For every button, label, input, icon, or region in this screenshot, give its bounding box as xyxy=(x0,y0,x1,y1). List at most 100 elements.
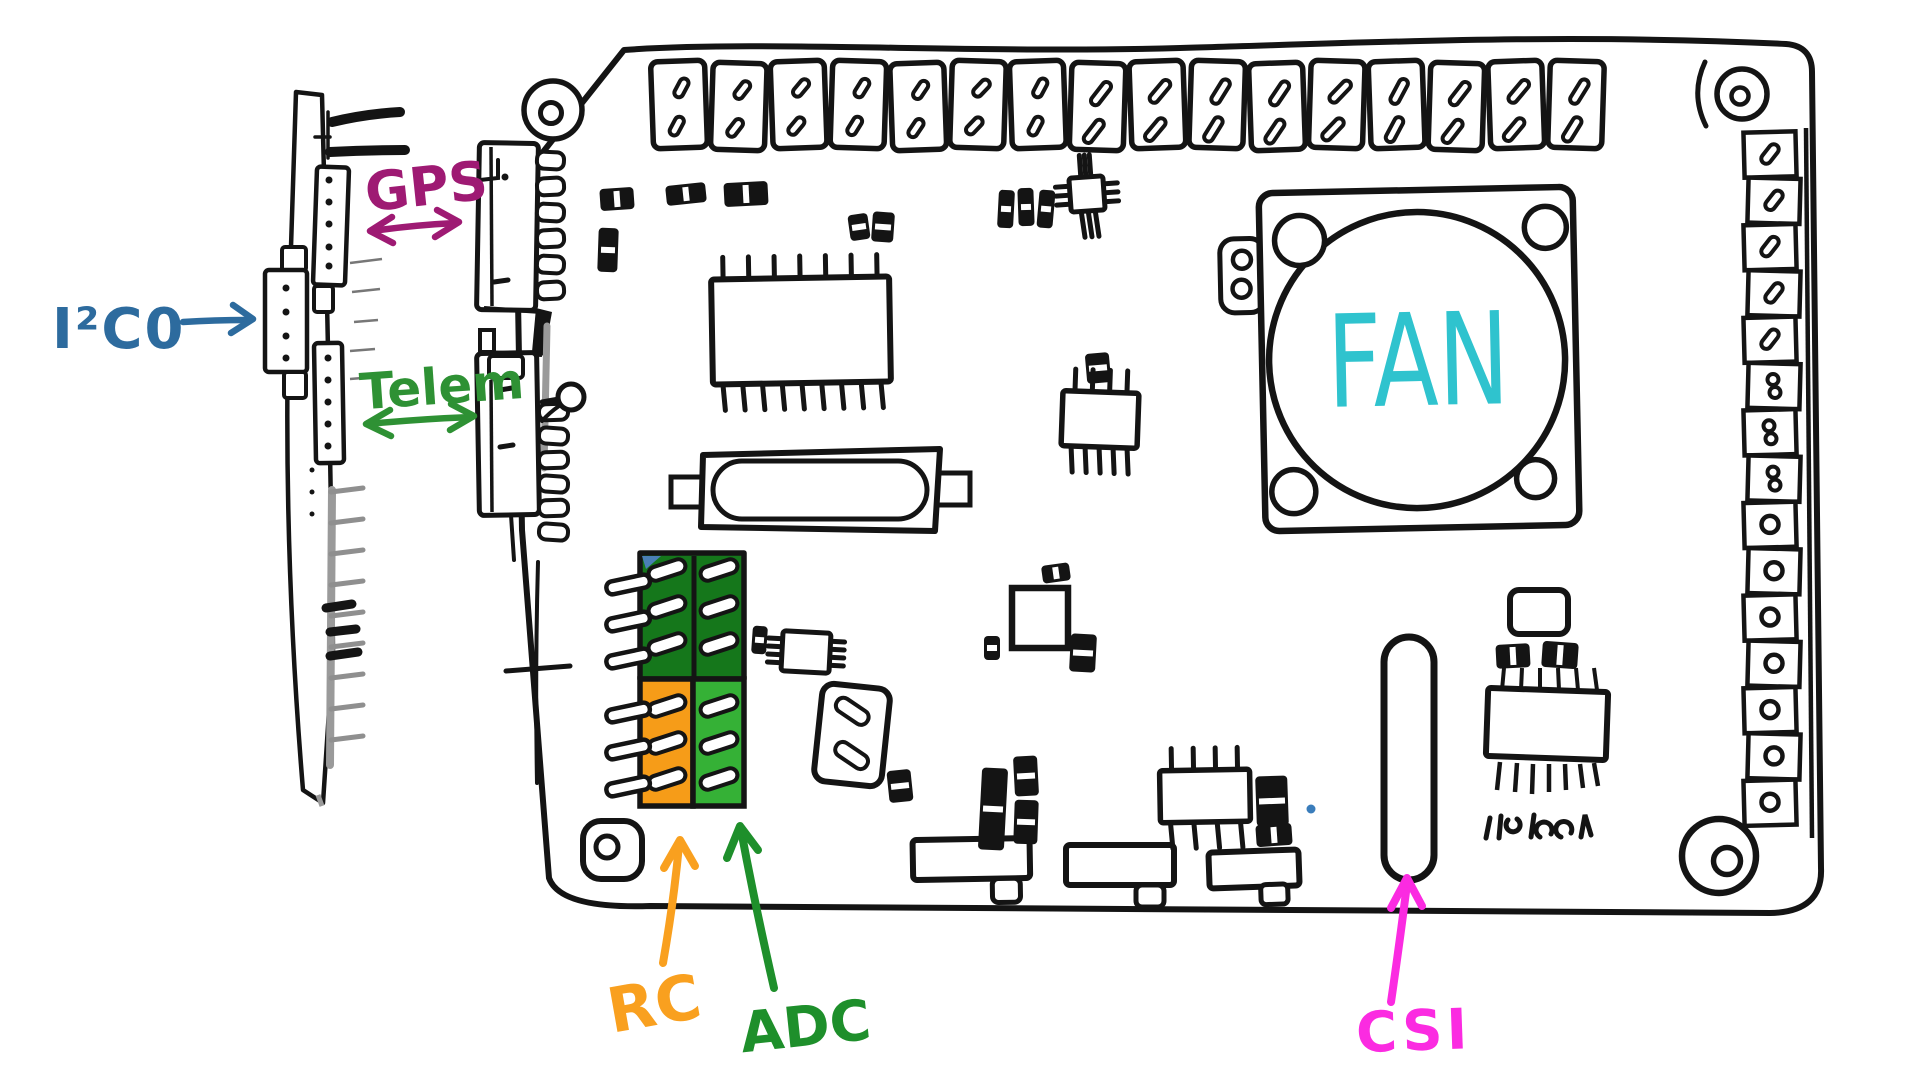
header-pin-cell xyxy=(1305,57,1368,152)
pad-pin xyxy=(1759,142,1781,166)
pin-slot xyxy=(1320,116,1346,143)
side-module-board xyxy=(262,89,410,807)
ic-body xyxy=(1058,388,1142,451)
fan-circle xyxy=(1265,208,1569,512)
ic-leg xyxy=(1110,444,1117,477)
annotations: I²C0 GPS Telem RC xyxy=(52,149,1473,1067)
csi-label: CSI xyxy=(1355,997,1473,1066)
pin-cell-outline xyxy=(887,59,950,154)
gps-arrow xyxy=(366,206,463,247)
ics xyxy=(708,152,1254,852)
top-pin-header-row xyxy=(648,57,1607,154)
mounting-hole-bottom-left xyxy=(580,818,645,882)
cap-stripe xyxy=(1072,649,1094,657)
block-side-pin xyxy=(604,609,653,634)
ic-leg xyxy=(1237,818,1246,850)
header-pin-cell xyxy=(1425,59,1488,154)
ic-leg xyxy=(838,379,847,411)
ic-leg xyxy=(1082,443,1089,476)
adc-label: ADC xyxy=(737,988,874,1066)
pin-slot xyxy=(1147,78,1173,105)
antenna-pins xyxy=(313,107,410,160)
comb-pin xyxy=(328,609,366,619)
comb-pin xyxy=(328,547,366,557)
ic-leg xyxy=(1076,152,1084,180)
i2c0-arrow xyxy=(179,301,257,337)
pin-slot xyxy=(786,115,807,137)
comb-tooth xyxy=(534,227,567,250)
bottom-connector-c xyxy=(1205,846,1303,908)
side-comb-pins xyxy=(328,485,366,743)
pin-slot xyxy=(732,79,753,101)
ic-leg xyxy=(1107,367,1113,395)
cap-stripe xyxy=(1020,203,1032,211)
ic-leg xyxy=(1124,368,1131,396)
pin-dot xyxy=(325,176,333,184)
ic-leg xyxy=(1081,152,1089,180)
side-tip-shade xyxy=(315,794,325,807)
header-pin-cell xyxy=(1006,57,1069,152)
smd-cap xyxy=(1085,352,1111,384)
pad-pin xyxy=(1767,477,1783,493)
pin-cell-outline xyxy=(947,57,1009,152)
cap-stripe xyxy=(1258,797,1286,805)
cap-stripe xyxy=(1016,772,1036,780)
header-pin-cell xyxy=(1186,57,1249,152)
header-pin-cell xyxy=(1545,57,1607,152)
pad-pin xyxy=(1767,385,1783,400)
telem-arrow xyxy=(362,400,478,440)
pin-slot xyxy=(667,114,686,138)
cap-stripe xyxy=(987,645,997,651)
header-pin-cell xyxy=(1365,57,1428,152)
keyhole xyxy=(539,381,587,423)
smd-cap xyxy=(665,182,707,206)
i2c0-annotation: I²C0 xyxy=(52,297,257,362)
smd-cap xyxy=(751,625,768,655)
comb-tooth xyxy=(534,175,567,198)
pad-pin xyxy=(1765,464,1781,480)
ic-leg xyxy=(1096,444,1103,476)
smd-cap xyxy=(847,213,871,241)
pin-slot xyxy=(1143,116,1168,143)
smd-cap xyxy=(978,767,1008,851)
side-connector-pins xyxy=(282,176,333,517)
pin-dot xyxy=(309,511,315,517)
block-side-pin xyxy=(604,774,653,799)
pin-slot xyxy=(845,114,865,138)
cap-stripe xyxy=(982,805,1004,813)
ic-leg xyxy=(759,381,768,413)
ic-leg xyxy=(819,380,827,412)
smd-cap xyxy=(1255,775,1289,827)
header-pin-cell xyxy=(648,57,711,152)
side-black-pins xyxy=(321,599,363,661)
pin-dot xyxy=(309,467,315,473)
ic-leg xyxy=(1078,208,1088,240)
pin-slot xyxy=(1560,115,1584,144)
smd-cap xyxy=(886,769,914,803)
pad-pin xyxy=(1763,281,1785,305)
header-pin-cell xyxy=(707,59,770,154)
br-ic-body xyxy=(1482,685,1612,763)
comb-tooth xyxy=(536,473,571,495)
comb-pin xyxy=(328,485,366,495)
pin-dot xyxy=(282,284,290,292)
pin-slot xyxy=(1088,79,1114,108)
pin-slot xyxy=(1388,76,1410,106)
smd-cap xyxy=(1069,633,1097,673)
pin-slot xyxy=(791,77,812,99)
smd-cap xyxy=(984,636,1000,660)
pin-cell-outline xyxy=(1006,57,1069,152)
pin-dot xyxy=(282,308,290,316)
pin-slot xyxy=(1447,79,1472,108)
pin-slot xyxy=(1440,117,1465,146)
cap-stripe xyxy=(742,184,750,204)
csi-annotation: CSI xyxy=(1355,874,1473,1066)
smd-cap xyxy=(1041,562,1071,584)
smd-cap xyxy=(997,189,1015,229)
block-slot xyxy=(698,557,740,583)
block-side-pins xyxy=(604,572,653,799)
pin-slot xyxy=(725,117,745,139)
comb-tooth xyxy=(536,497,571,519)
smd-cap xyxy=(1541,641,1579,669)
pad-pin xyxy=(1761,418,1777,434)
